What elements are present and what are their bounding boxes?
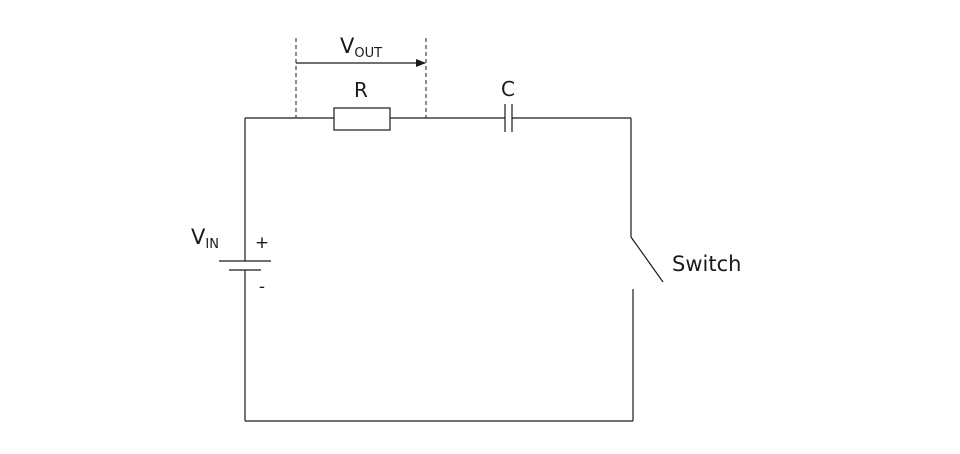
vout-label: VOUT bbox=[340, 34, 382, 61]
switch-label: Switch bbox=[672, 252, 741, 276]
vout-label-main: V bbox=[340, 34, 355, 58]
resistor-label: R bbox=[354, 78, 368, 102]
resistor bbox=[333, 107, 391, 131]
battery-plus-sign: + bbox=[255, 233, 269, 253]
vin-label-subscript: IN bbox=[205, 237, 219, 252]
switch-blade bbox=[630, 236, 664, 283]
vout-label-subscript: OUT bbox=[354, 46, 382, 61]
capacitor-label: C bbox=[501, 77, 515, 101]
vin-label: VIN bbox=[191, 225, 219, 252]
battery-minus-sign: - bbox=[259, 277, 265, 297]
vin-label-main: V bbox=[191, 225, 206, 249]
